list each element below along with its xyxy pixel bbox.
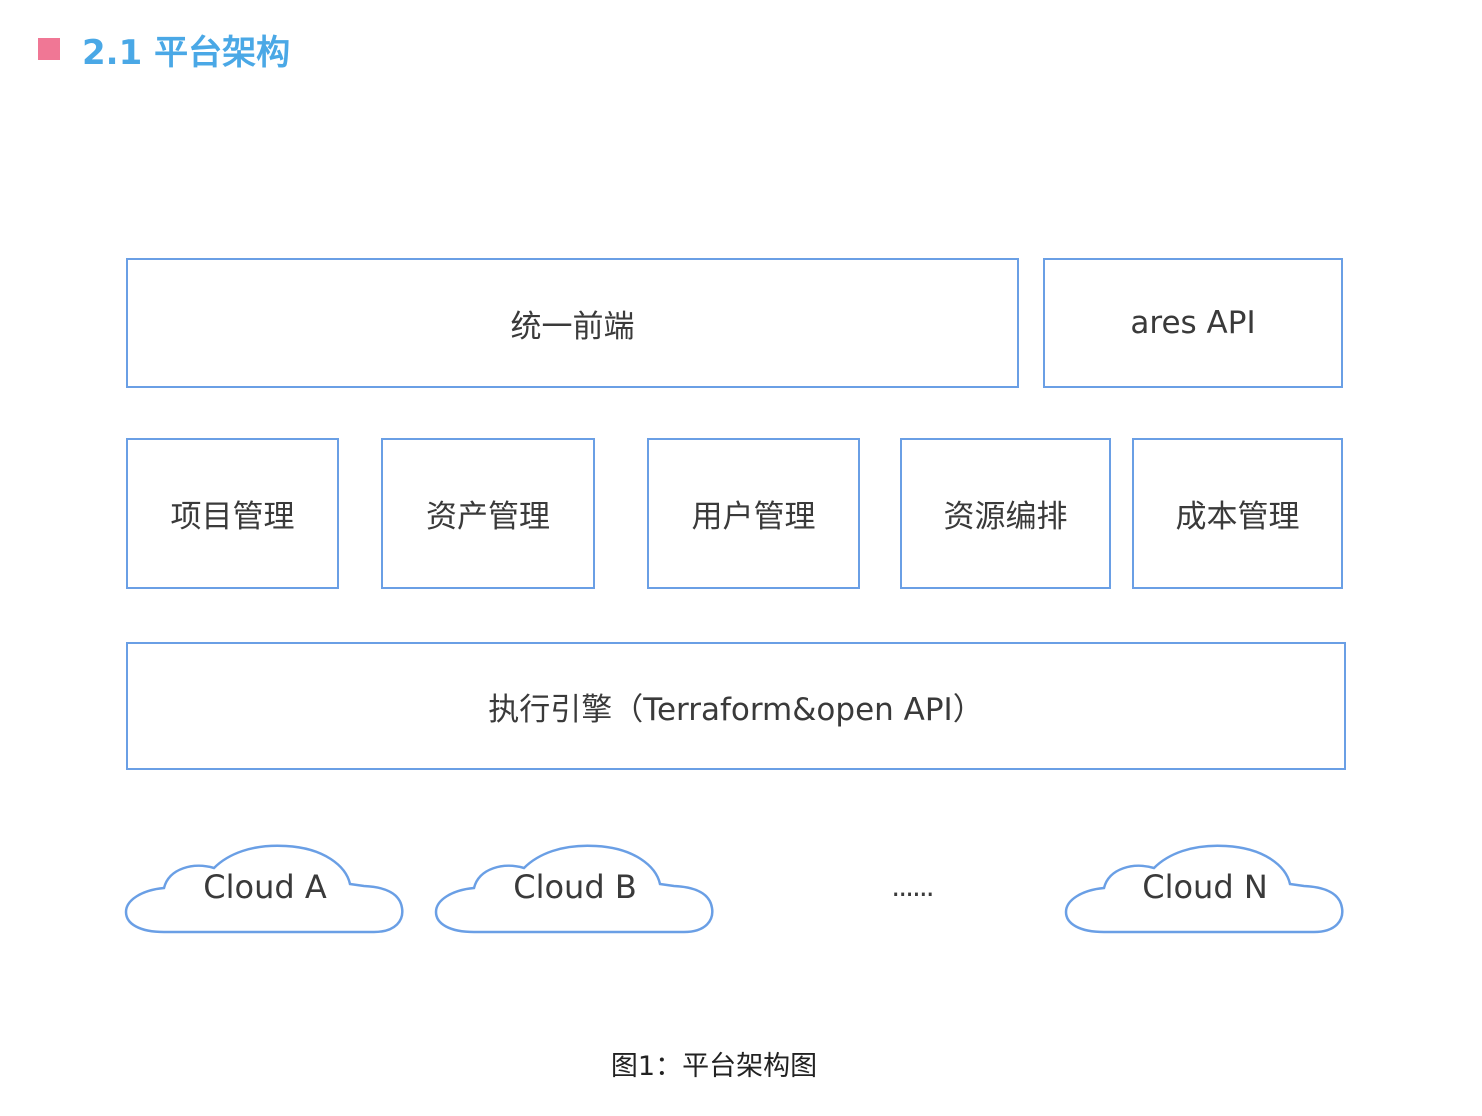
cloud-icon [434, 844, 714, 934]
cloud-b-label: Cloud B [513, 868, 637, 906]
heading-marker-icon [38, 38, 60, 60]
module-box-project: 项目管理 [126, 438, 339, 589]
cloud-a-label: Cloud A [203, 868, 327, 906]
engine-box: 执行引擎（Terraform&open API） [126, 642, 1346, 770]
cloud-b: Cloud B [434, 842, 716, 938]
module-box-orchestration: 资源编排 [900, 438, 1111, 589]
api-box: ares API [1043, 258, 1343, 388]
cloud-n: Cloud N [1064, 842, 1346, 938]
module-box-cost: 成本管理 [1132, 438, 1343, 589]
figure-caption: 图1：平台架构图 [610, 1051, 818, 1082]
frontend-box: 统一前端 [126, 258, 1019, 388]
cloud-icon [1064, 844, 1344, 934]
cloud-a: Cloud A [124, 842, 406, 938]
section-heading: 2.1 平台架构 [38, 26, 291, 73]
module-box-asset: 资产管理 [381, 438, 595, 589]
module-box-user: 用户管理 [647, 438, 860, 589]
cloud-n-label: Cloud N [1142, 868, 1268, 906]
heading-title: 2.1 平台架构 [82, 32, 291, 73]
cloud-icon [124, 844, 404, 934]
cloud-ellipsis: ...... [891, 870, 934, 903]
